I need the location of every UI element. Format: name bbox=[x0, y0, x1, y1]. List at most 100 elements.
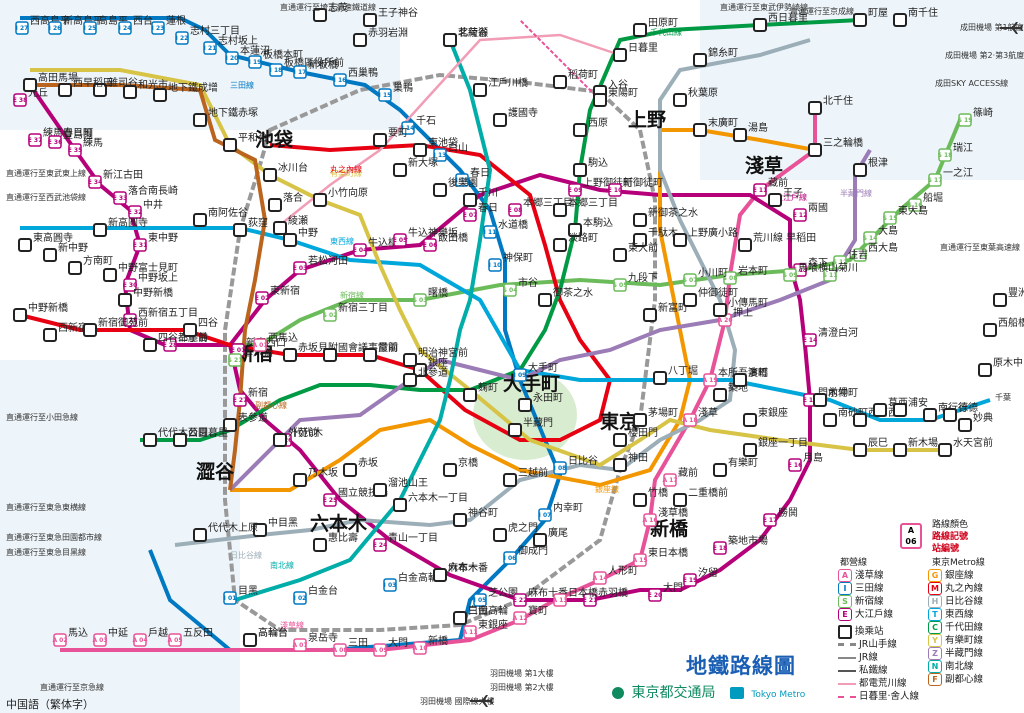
station-marker[interactable] bbox=[23, 78, 37, 92]
station-marker[interactable] bbox=[723, 271, 737, 285]
station-marker[interactable] bbox=[633, 233, 647, 247]
station-221[interactable]: 麻布十番 bbox=[433, 561, 488, 582]
station-156[interactable]: 四谷 bbox=[183, 317, 218, 337]
station-marker[interactable] bbox=[663, 473, 677, 487]
major-station-shibuya[interactable]: 澀谷 bbox=[196, 461, 235, 483]
station-marker[interactable] bbox=[343, 463, 357, 477]
station-marker[interactable] bbox=[403, 373, 417, 387]
station-marker[interactable] bbox=[453, 513, 467, 527]
station-marker[interactable] bbox=[633, 493, 647, 507]
station-marker[interactable] bbox=[443, 33, 457, 47]
station-marker[interactable] bbox=[893, 403, 907, 417]
station-160[interactable]: 銀座 bbox=[413, 356, 448, 377]
station-198[interactable]: 浦安 bbox=[893, 396, 928, 417]
station-105[interactable]: 北千住 bbox=[808, 94, 853, 115]
station-185[interactable]: 神谷町 bbox=[453, 506, 498, 527]
station-193[interactable]: 東陽町 bbox=[593, 86, 638, 107]
station-marker[interactable] bbox=[373, 133, 387, 147]
station-marker[interactable] bbox=[508, 203, 522, 217]
station-213[interactable]: 御茶之水 bbox=[538, 286, 593, 307]
station-marker[interactable] bbox=[693, 53, 707, 67]
station-marker[interactable] bbox=[613, 248, 627, 262]
station-140[interactable]: 西早稻田 bbox=[58, 77, 113, 97]
station-marker[interactable] bbox=[313, 538, 327, 552]
station-215[interactable]: 本郷三丁目 bbox=[553, 196, 618, 217]
station-marker[interactable] bbox=[248, 55, 262, 69]
station-marker[interactable] bbox=[13, 93, 27, 107]
station-marker[interactable] bbox=[93, 633, 107, 647]
major-station-tokyo[interactable]: 東京 bbox=[600, 410, 638, 433]
station-marker[interactable] bbox=[373, 483, 387, 497]
station-marker[interactable] bbox=[538, 293, 552, 307]
station-marker[interactable] bbox=[233, 223, 247, 237]
station-marker[interactable] bbox=[553, 593, 567, 607]
station-marker[interactable] bbox=[673, 93, 687, 107]
station-marker[interactable] bbox=[333, 73, 347, 87]
station-marker[interactable] bbox=[123, 85, 137, 99]
station-159[interactable]: 霞關 bbox=[363, 342, 398, 362]
station-104[interactable]: 三之輪橋 bbox=[808, 136, 863, 157]
station-138[interactable]: 和光市 bbox=[123, 78, 168, 99]
station-marker[interactable] bbox=[293, 473, 307, 487]
station-marker[interactable] bbox=[193, 113, 207, 127]
station-163[interactable]: 神田 bbox=[613, 451, 648, 472]
station-marker[interactable] bbox=[313, 8, 327, 22]
station-marker[interactable] bbox=[43, 248, 57, 262]
station-marker[interactable] bbox=[633, 23, 647, 37]
station-marker[interactable] bbox=[413, 363, 427, 377]
station-161[interactable]: 京橋 bbox=[443, 456, 478, 477]
station-190[interactable]: 代代木上原 bbox=[193, 522, 258, 542]
station-188[interactable]: 惠比壽 bbox=[313, 531, 358, 552]
station-marker[interactable] bbox=[378, 88, 392, 102]
station-marker[interactable] bbox=[123, 278, 137, 292]
station-marker[interactable] bbox=[473, 83, 487, 97]
station-marker[interactable] bbox=[151, 21, 165, 35]
station-154[interactable]: 新宿御苑前 bbox=[83, 316, 148, 337]
station-marker[interactable] bbox=[703, 373, 717, 387]
station-marker[interactable] bbox=[978, 363, 992, 377]
station-marker[interactable] bbox=[203, 41, 217, 55]
station-marker[interactable] bbox=[653, 371, 667, 385]
station-147[interactable]: 東高圓寺 bbox=[18, 231, 73, 252]
station-marker[interactable] bbox=[423, 238, 437, 252]
station-214[interactable]: 淡路町 bbox=[553, 231, 598, 252]
station-marker[interactable] bbox=[193, 528, 207, 542]
station-marker[interactable] bbox=[753, 183, 767, 197]
major-station-ikebukuro[interactable]: 池袋 bbox=[255, 128, 294, 151]
station-marker[interactable] bbox=[143, 433, 157, 447]
station-141[interactable]: 高田馬場 bbox=[23, 71, 78, 92]
station-marker[interactable] bbox=[393, 163, 407, 177]
station-marker[interactable] bbox=[68, 143, 82, 157]
station-marker[interactable] bbox=[938, 148, 952, 162]
station-206[interactable]: 新木場 bbox=[893, 436, 938, 457]
station-marker[interactable] bbox=[43, 328, 57, 342]
station-126[interactable]: 江戶川橋 bbox=[473, 76, 528, 97]
station-184[interactable]: 六本木一丁目 bbox=[393, 491, 468, 512]
station-178[interactable]: 明治神宮前 bbox=[403, 346, 468, 367]
station-182[interactable]: 赤坂 bbox=[343, 457, 378, 477]
station-marker[interactable] bbox=[853, 413, 867, 427]
station-174[interactable]: 永田町 bbox=[518, 391, 563, 412]
major-station-shimbashi[interactable]: 新橋 bbox=[650, 517, 689, 540]
station-marker[interactable] bbox=[833, 255, 847, 269]
station-marker[interactable] bbox=[813, 393, 827, 407]
station-208[interactable]: 濱町 bbox=[733, 366, 768, 387]
station-205[interactable]: 辰巳 bbox=[853, 437, 888, 457]
station-marker[interactable] bbox=[183, 323, 197, 337]
